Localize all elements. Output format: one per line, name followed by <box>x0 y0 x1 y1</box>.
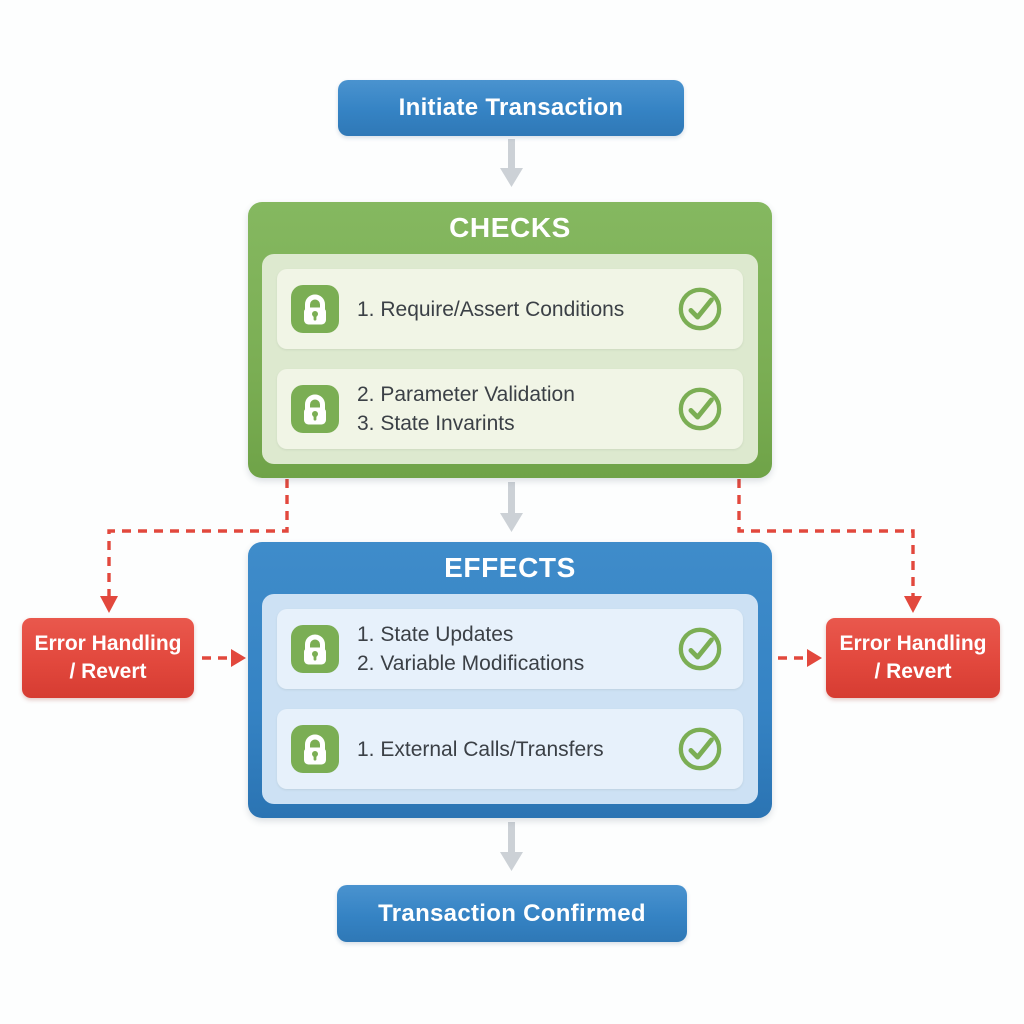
error-label-line: Error Handling <box>34 632 182 655</box>
arrow-down-icon <box>500 482 523 532</box>
arrow-down-icon <box>500 822 523 871</box>
error-label-line: / Revert <box>874 660 952 683</box>
checks-row-1: 1. Require/Assert Conditions <box>277 269 743 349</box>
check-circle-icon <box>678 627 722 671</box>
effects-row-2: 1. External Calls/Transfers <box>277 709 743 789</box>
lock-icon <box>291 725 339 773</box>
checks-phase-title: CHECKS <box>449 212 571 243</box>
effects-row-1-text: 1. State Updates 2. Variable Modificatio… <box>357 620 659 678</box>
check-circle-icon <box>678 727 722 771</box>
checks-row-1-text: 1. Require/Assert Conditions <box>357 295 659 324</box>
lock-icon <box>291 385 339 433</box>
check-circle-icon <box>678 387 722 431</box>
error-label-line: Error Handling <box>839 632 987 655</box>
effects-row-2-text: 1. External Calls/Transfers <box>357 735 659 764</box>
lock-icon <box>291 625 339 673</box>
lock-icon <box>291 285 339 333</box>
effects-phase-panel: 1. State Updates 2. Variable Modificatio… <box>262 594 758 804</box>
row-line: 1. Require/Assert Conditions <box>357 297 625 321</box>
row-line: 3. State Invarints <box>357 412 515 435</box>
checks-phase-box: CHECKS 1. Require/Assert Conditions <box>248 202 772 478</box>
error-handling-left-node: Error Handling / Revert <box>22 618 194 698</box>
arrow-down-icon <box>500 139 523 187</box>
row-line: 2. Variable Modifications <box>357 652 585 675</box>
effects-phase-box: EFFECTS 1. State Updates 2. Variable Mod… <box>248 542 772 818</box>
initiate-transaction-node: Initiate Transaction <box>338 80 684 136</box>
checks-row-2: 2. Parameter Validation 3. State Invarin… <box>277 369 743 449</box>
checks-row-2-text: 2. Parameter Validation 3. State Invarin… <box>357 380 659 438</box>
initiate-transaction-label: Initiate Transaction <box>398 94 624 121</box>
row-line: 1. State Updates <box>357 623 514 646</box>
row-line: 1. External Calls/Transfers <box>357 737 604 761</box>
transaction-confirmed-label: Transaction Confirmed <box>378 899 646 927</box>
effects-phase-title: EFFECTS <box>444 552 576 583</box>
error-label-line: / Revert <box>69 660 147 683</box>
transaction-confirmed-node: Transaction Confirmed <box>337 885 687 942</box>
row-line: 2. Parameter Validation <box>357 383 575 406</box>
checks-phase-panel: 1. Require/Assert Conditions 2. Paramete… <box>262 254 758 464</box>
effects-row-1: 1. State Updates 2. Variable Modificatio… <box>277 609 743 689</box>
dashed-arrow-icon <box>202 649 246 667</box>
dashed-arrow-icon <box>778 649 822 667</box>
check-circle-icon <box>678 287 722 331</box>
error-handling-right-node: Error Handling / Revert <box>826 618 1000 698</box>
